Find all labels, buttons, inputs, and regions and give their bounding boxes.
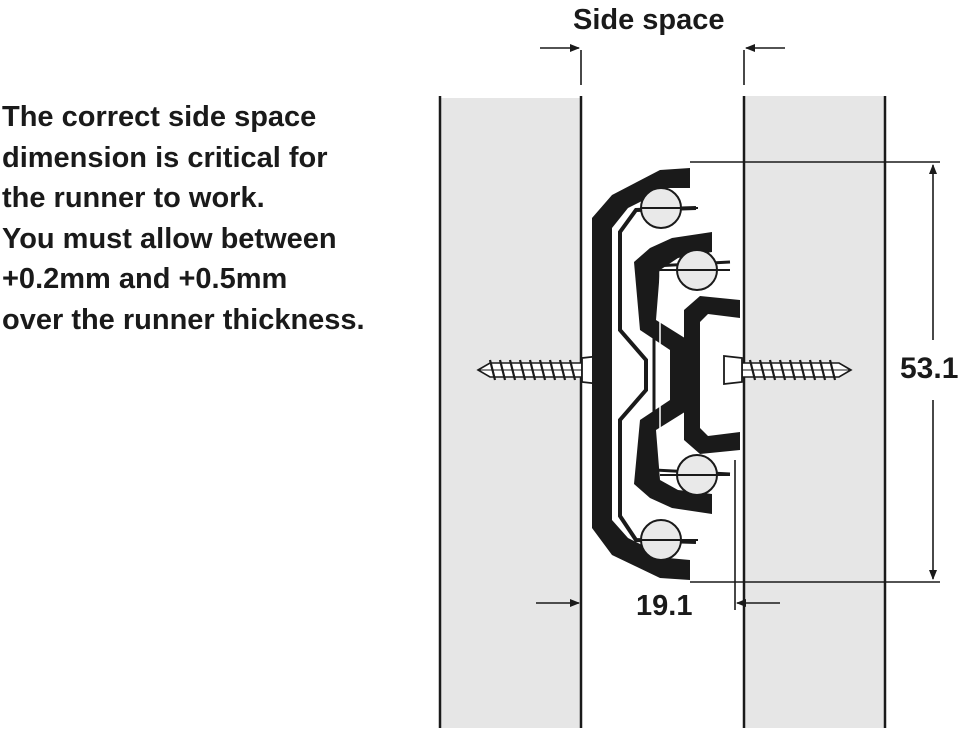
note-line: You must allow between [2, 222, 337, 255]
note-line: dimension is critical for [2, 141, 328, 174]
ball-bearing-icon [640, 187, 698, 229]
ball-bearing-icon [660, 454, 730, 496]
note-line: +0.2mm and +0.5mm [2, 263, 288, 295]
height-dimension-label: 53.1 [900, 352, 959, 385]
side-space-note: The correct side space dimension is crit… [2, 97, 432, 340]
outer-runner-inner-rail [618, 206, 697, 544]
ball-bearing-icon [660, 249, 730, 291]
cabinet-side-panel [440, 98, 581, 728]
note-line: over the runner thickness. [2, 303, 365, 336]
inner-runner-profile [684, 296, 740, 454]
wood-screw-icon [723, 354, 853, 386]
side-space-dimension [540, 44, 785, 85]
drawer-side-panel [744, 96, 885, 728]
width-dimension [536, 460, 780, 610]
wood-screw-icon [476, 354, 601, 386]
side-space-label: Side space [573, 4, 725, 36]
width-dimension-label: 19.1 [636, 590, 693, 622]
ball-bearing-icon [640, 519, 698, 561]
outer-runner-profile [592, 168, 690, 580]
note-line: The correct side space [2, 101, 317, 133]
note-line: the runner to work. [2, 182, 265, 214]
height-dimension [690, 161, 940, 583]
